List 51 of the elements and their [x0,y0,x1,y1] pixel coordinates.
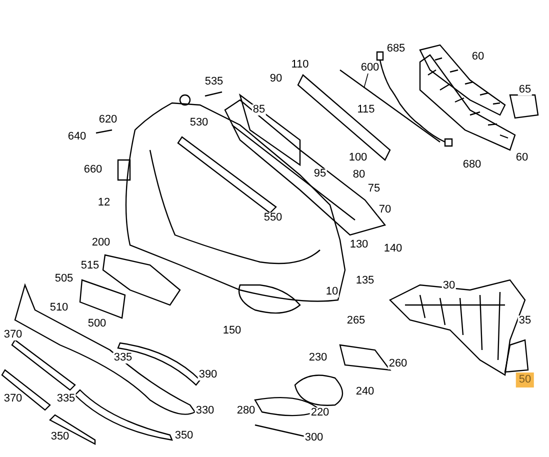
callout-number: 65 [518,84,532,96]
callout-number: 335 [112,352,134,364]
callout-number: 300 [304,432,324,444]
callout-number: 330 [194,406,216,416]
callout-number: 680 [462,160,482,170]
callout-number: 640 [66,132,88,142]
callout-number: 370 [2,394,24,404]
callout-number: 350 [50,432,70,442]
callout-number: 505 [54,274,74,284]
callout-number: 110 [290,60,310,70]
callout-number: 30 [442,280,456,292]
callout-number: 80 [352,170,366,180]
callout-number: 350 [174,430,194,442]
callout-number: 75 [366,184,382,194]
cable-harness-part [340,70,440,142]
callout-number: 60 [514,152,530,164]
leader-line [364,73,368,88]
callout-number: 620 [98,114,118,126]
callout-number: 280 [236,406,256,416]
callout-number: 90 [268,74,284,84]
callout-number: 510 [48,302,70,314]
callout-number: 600 [360,62,380,74]
callout-number: 500 [86,318,108,330]
callout-number: 260 [388,358,408,370]
callout-number: 335 [56,394,76,404]
callout-number: 85 [252,104,266,116]
callout-number: 150 [222,326,242,336]
callout-number: 12 [96,198,112,208]
callout-number: 140 [382,244,404,254]
callout-number: 550 [262,212,284,224]
callout-number: 130 [348,240,370,250]
callout-number: 370 [2,330,24,340]
callout-number: 230 [308,352,328,364]
highlighted-callout-number: 50 [516,372,534,388]
callout-number: 515 [80,260,100,272]
callout-number: 530 [188,118,210,128]
callout-number: 60 [470,52,486,62]
callout-number: 660 [82,164,104,176]
callout-number: 100 [348,152,368,164]
callout-number: 10 [324,286,340,298]
callout-number: 35 [518,316,532,326]
callout-number: 220 [310,408,330,418]
callout-number: 70 [378,204,392,216]
callout-number: 200 [90,238,112,248]
callout-number: 535 [204,76,224,88]
callout-number: 265 [346,316,366,326]
callout-number: 240 [354,386,376,398]
callout-number: 135 [354,276,376,286]
callout-number: 95 [312,168,328,180]
callout-number: 390 [198,370,218,380]
callout-number: 685 [386,44,406,54]
